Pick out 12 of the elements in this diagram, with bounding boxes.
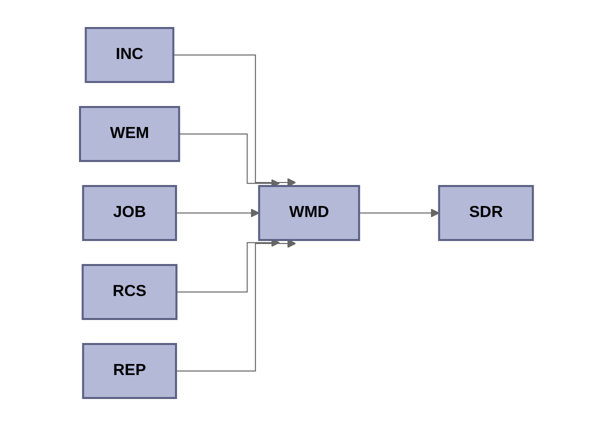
node-box: SDR [438, 184, 534, 240]
arrow [176, 238, 296, 371]
arrow [358, 208, 440, 217]
arrow [178, 133, 280, 188]
node-box: REP [82, 342, 178, 398]
arrow [176, 208, 260, 217]
node-box: RCS [82, 264, 178, 320]
node-box: INC [84, 26, 174, 82]
node-box: WEM [79, 106, 180, 162]
node-box: WMD [258, 184, 360, 240]
node-box: JOB [82, 184, 178, 240]
arrow [172, 54, 296, 186]
